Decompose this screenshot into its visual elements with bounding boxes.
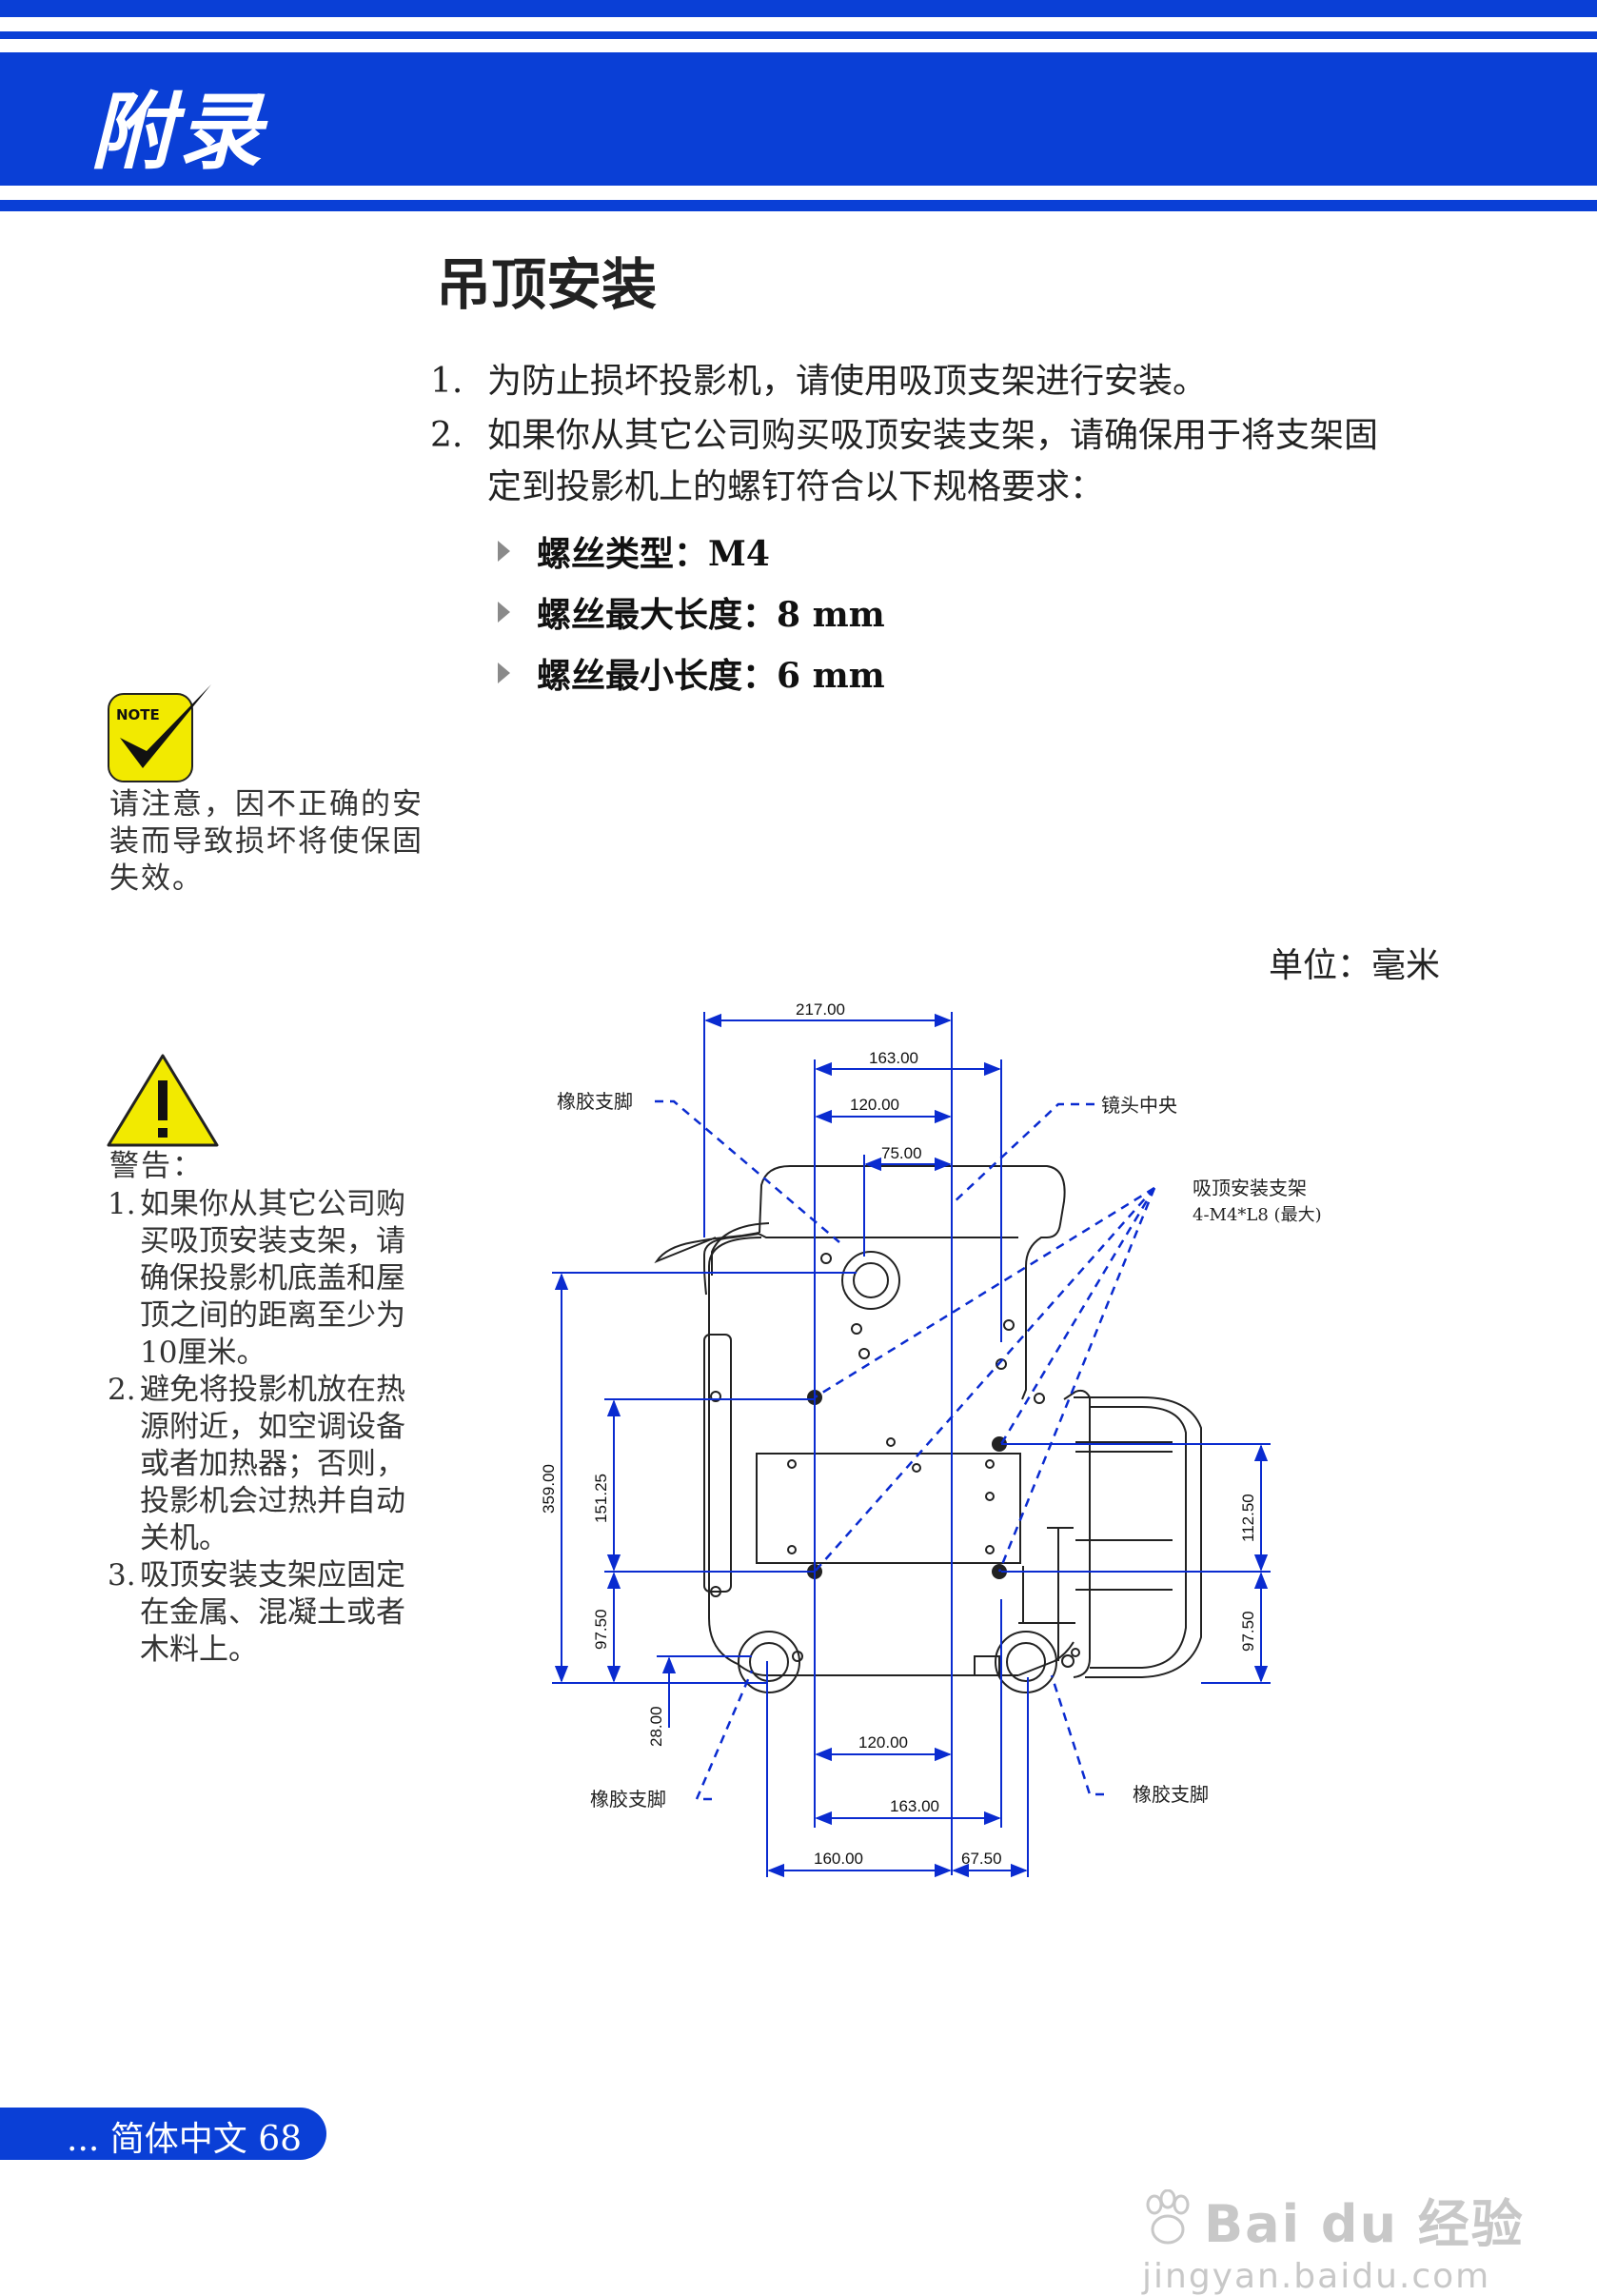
triangle-bullet-icon [498,663,510,683]
unit-label: 单位：毫米 [1269,946,1441,985]
note-text: 请注意，因不正确的安 装而导致损坏将使保固 失效。 [109,786,424,898]
header-band [0,52,1597,186]
note-line: 失效。 [109,861,204,896]
callout-rubber-foot-top: 橡胶支脚 [557,1090,633,1113]
callout-labels: 橡胶支脚 镜头中央 吸顶安装支架 4-M4*L8 (最大) 橡胶支脚 橡胶支脚 [557,1090,1322,1811]
warning-icon [107,1054,219,1147]
note-icon: NOTE [108,684,211,782]
dim-163-top: 163.00 [869,1049,918,1067]
callout-rubber-foot-bl: 橡胶支脚 [590,1788,666,1811]
step-text-line1: 如果你从其它公司购买吸顶安装支架，请确保用于将支架固 [487,416,1379,455]
dimension-lines [552,1012,1271,1878]
callout-mount-line1: 吸顶安装支架 [1193,1177,1307,1199]
warning-line: 确保投影机底盖和屋 [140,1261,405,1296]
dim-151: 151.25 [592,1474,610,1523]
projector-outline [654,1165,1202,1693]
dim-120-bottom: 120.00 [858,1733,908,1752]
dim-359: 359.00 [540,1464,558,1514]
note-line: 请注意，因不正确的安 [109,787,424,821]
warning-item-3: 3. 吸顶安装支架应固定 在金属、混凝土或者 木料上。 [108,1557,450,1669]
warning-line: 或者加热器；否则， [140,1447,405,1481]
warning-line: 顶之间的距离至少为 [140,1298,405,1333]
warning-line: 关机。 [140,1521,228,1555]
warning-line: 买吸顶安装支架，请 [140,1224,405,1258]
step-number: 2. [430,416,463,455]
dim-67: 67.50 [961,1850,1002,1868]
spec-item-min: 螺丝最小长度：6 mm [498,648,885,698]
dim-217: 217.00 [796,1000,845,1019]
note-badge-label: NOTE [116,706,160,723]
callout-mount-line2: 4-M4*L8 (最大) [1193,1205,1322,1225]
callout-lens-center: 镜头中央 [1101,1094,1177,1117]
paw-icon [1146,2188,1190,2244]
header-stripe-top [0,0,1597,17]
spec-text: 螺丝最大长度：8 mm [537,595,885,635]
warning-item-1: 1. 如果你从其它公司购 买吸顶安装支架，请 确保投影机底盖和屋 顶之间的距离至… [108,1186,450,1372]
footer-pill [0,2108,326,2160]
dim-28: 28.00 [647,1706,665,1747]
footer-page-label: ... 简体中文 68 [67,2120,303,2159]
warning-line: 避免将投影机放在热 [140,1373,405,1407]
spec-text: 螺丝类型：M4 [537,534,770,574]
mount-holes [807,1390,1007,1579]
warning-number: 2. [108,1373,136,1407]
warning-title: 警告： [109,1149,204,1183]
dim-97-right: 97.50 [1239,1611,1257,1652]
watermark-url: jingyan.baidu.com [1142,2257,1491,2296]
section-title: 吊顶安装 [436,252,658,317]
dim-75: 75.00 [881,1144,922,1162]
dim-120-top: 120.00 [850,1096,899,1114]
warning-number: 3. [108,1558,136,1593]
header-stripe-bottom [0,200,1597,211]
watermark-brand: Bai du 经验 [1204,2194,1525,2254]
callout-rubber-foot-br: 橡胶支脚 [1133,1783,1209,1806]
triangle-bullet-icon [498,541,510,562]
step-number: 1. [430,362,463,401]
dimension-labels: 217.00 163.00 120.00 75.00 359.00 151.25… [540,1000,1257,1868]
dim-112: 112.50 [1239,1494,1257,1542]
warning-line: 如果你从其它公司购 [140,1187,405,1221]
triangle-bullet-icon [498,602,510,623]
note-line: 装而导致损坏将使保固 [109,824,424,859]
warning-list: 1. 如果你从其它公司购 买吸顶安装支架，请 确保投影机底盖和屋 顶之间的距离至… [108,1186,450,1669]
spec-text: 螺丝最小长度：6 mm [537,656,885,696]
watermark: Bai du 经验 jingyan.baidu.com [1137,2182,1525,2296]
warning-line: 源附近，如空调设备 [140,1410,405,1444]
header-stripe-thin [0,31,1597,39]
dim-160: 160.00 [814,1850,863,1868]
spec-item-type: 螺丝类型：M4 [498,526,770,576]
spec-item-max: 螺丝最大长度：8 mm [498,587,885,637]
warning-line: 木料上。 [140,1633,258,1667]
chapter-title: 附录 [90,83,266,181]
warning-number: 1. [108,1187,136,1221]
callout-leaders [655,1099,1156,1801]
dim-163-bottom: 163.00 [890,1797,939,1815]
step-text-line2: 定到投影机上的螺钉符合以下规格要求： [487,467,1105,506]
warning-line: 在金属、混凝土或者 [140,1595,405,1630]
step-text: 为防止损坏投影机，请使用吸顶支架进行安装。 [487,362,1208,401]
dim-97-left: 97.50 [592,1609,610,1650]
warning-item-2: 2. 避免将投影机放在热 源附近，如空调设备 或者加热器；否则， 投影机会过热并… [108,1372,450,1557]
warning-line: 投影机会过热并自动 [140,1484,405,1518]
warning-line: 10厘米。 [140,1336,266,1370]
warning-line: 吸顶安装支架应固定 [140,1558,405,1593]
